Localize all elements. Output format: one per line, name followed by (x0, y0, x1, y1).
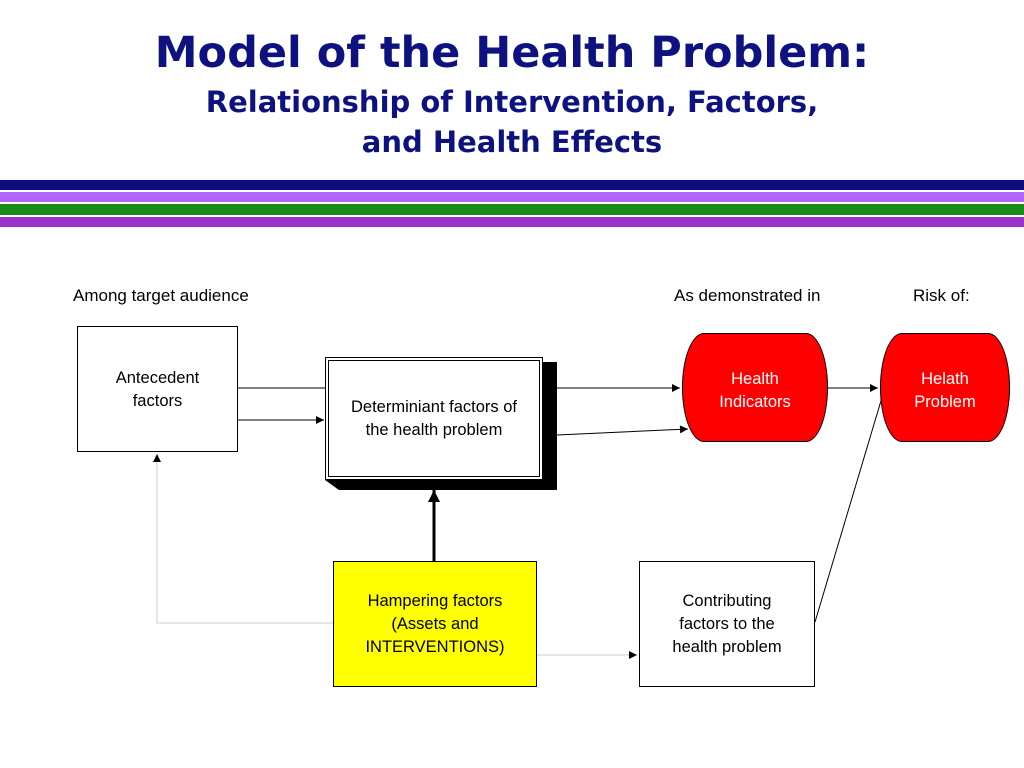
stripe-2 (0, 192, 1024, 202)
stripe-1 (0, 180, 1024, 190)
arrow-determinant-to-indicators (556, 425, 689, 436)
determinant-factors-label: Determiniant factors of the health probl… (351, 397, 517, 439)
label-target-audience: Among target audience (73, 286, 249, 305)
antecedent-factors-label: Antecedent factors (115, 369, 200, 410)
arrow-hampering-to-antecedent (153, 454, 333, 624)
antecedent-factors-box: Antecedent factors (77, 326, 238, 452)
label-demonstrated-in: As demonstrated in (674, 286, 821, 305)
health-problem-node: Helath Problem (880, 333, 1010, 442)
health-indicators-label: Health Indicators (719, 370, 791, 411)
stripe-3 (0, 204, 1024, 215)
health-problem-label: Helath Problem (914, 370, 976, 411)
title-line-2: Relationship of Intervention, Factors, (205, 85, 819, 119)
contributing-factors-box: Contributing factors to the health probl… (639, 561, 815, 687)
title-line-1: Model of the Health Problem: (154, 28, 870, 78)
contributing-factors-label: Contributing factors to the health probl… (672, 591, 782, 656)
label-risk-of: Risk of: (913, 286, 970, 305)
stripe-4 (0, 217, 1024, 227)
determinant-factors-box: Determiniant factors of the health probl… (325, 357, 543, 480)
health-indicators-node: Health Indicators (682, 333, 828, 442)
hampering-factors-box: Hampering factors (Assets and INTERVENTI… (333, 561, 537, 687)
title-line-3: and Health Effects (361, 125, 663, 159)
arrow-contributing-to-problem (814, 383, 888, 623)
hampering-factors-label: Hampering factors (Assets and INTERVENTI… (365, 591, 505, 656)
